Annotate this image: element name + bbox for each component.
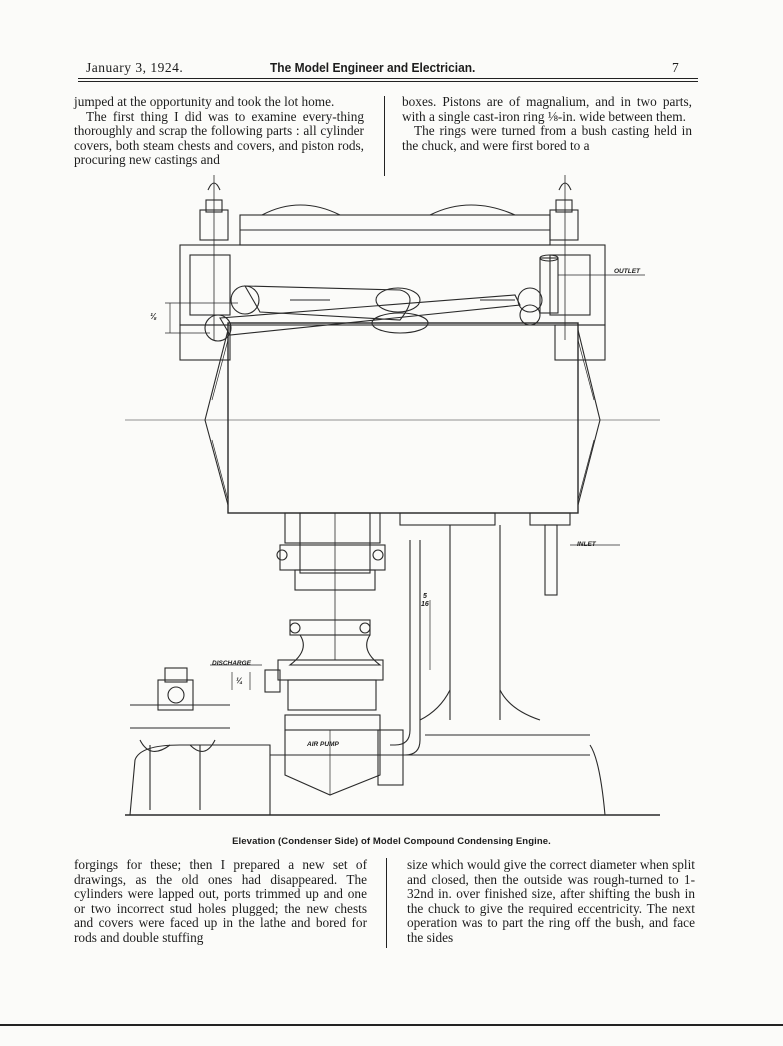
- header-rule-thin: [78, 81, 698, 82]
- figure-caption: Elevation (Condenser Side) of Model Comp…: [232, 836, 551, 847]
- column-divider: [384, 96, 385, 176]
- pipe-dimension-denominator: 16: [421, 601, 429, 608]
- paragraph: forgings for these; then I prepared a ne…: [74, 857, 367, 945]
- top-left-column: jumped at the opportunity and took the l…: [74, 94, 364, 168]
- paragraph: The first thing I did was to examine eve…: [74, 108, 364, 168]
- header-rule: [78, 78, 698, 80]
- paragraph: boxes. Pistons are of magnalium, and in …: [402, 94, 692, 124]
- top-right-column: boxes. Pistons are of magnalium, and in …: [402, 94, 692, 153]
- bottom-right-column: size which would give the correct diamet…: [407, 857, 695, 946]
- page-bottom-edge: [0, 1024, 783, 1026]
- paragraph: The rings were turned from a bush castin…: [402, 123, 692, 153]
- column-divider: [386, 858, 387, 948]
- bottom-left-column: forgings for these; then I prepared a ne…: [74, 857, 367, 946]
- paragraph: jumped at the opportunity and took the l…: [74, 94, 335, 109]
- discharge-label: DISCHARGE: [212, 660, 252, 667]
- page-number: 7: [672, 60, 679, 75]
- inlet-label: INLET: [577, 541, 596, 548]
- air-pump-label: AIR PUMP: [307, 741, 339, 748]
- journal-title: The Model Engineer and Electrician.: [270, 60, 476, 75]
- discharge-dimension-label: ¼: [236, 676, 243, 685]
- paragraph: size which would give the correct diamet…: [407, 857, 695, 945]
- pipe-dimension-label: 5 16: [421, 593, 429, 609]
- left-dimension-label: ⅛: [150, 312, 157, 321]
- header-date: January 3, 1924.: [86, 60, 184, 75]
- outlet-label: OUTLET: [614, 268, 640, 275]
- pipe-dimension-numerator: 5: [422, 593, 427, 600]
